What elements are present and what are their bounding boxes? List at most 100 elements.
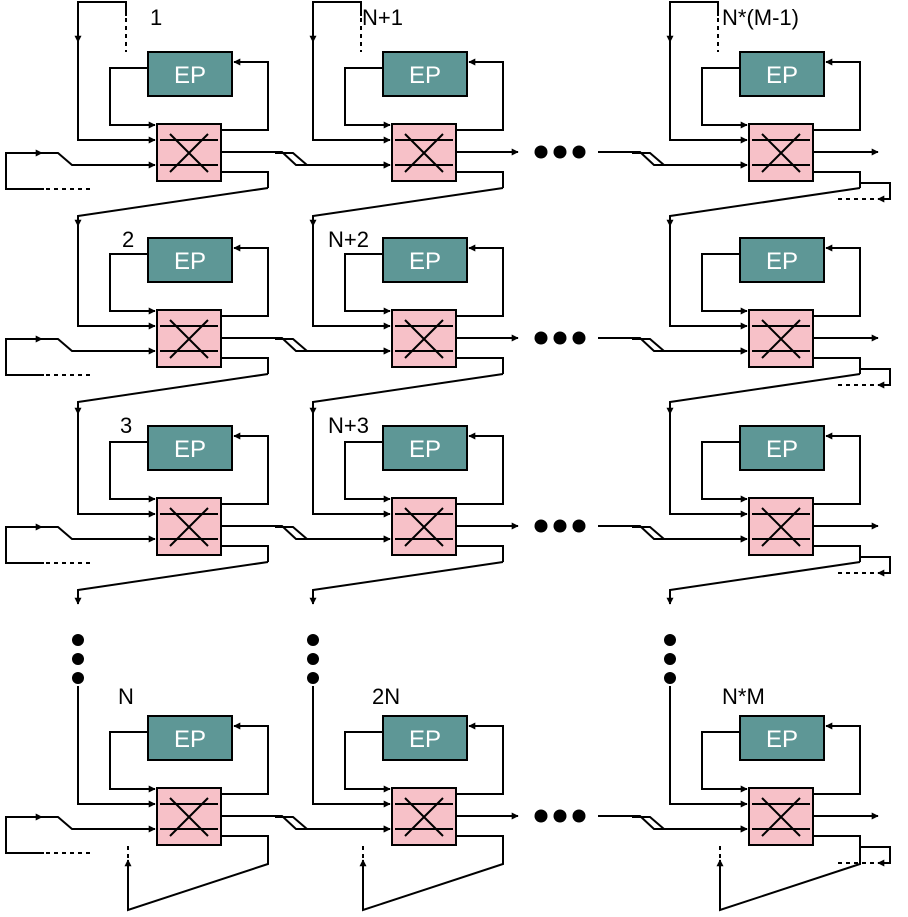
ellipsis-dot <box>572 145 586 159</box>
endpoint-label: EP <box>174 726 206 753</box>
switch-node <box>748 309 814 368</box>
switch-to-endpoint-link <box>221 58 269 131</box>
vertical-ellipsis-dot <box>72 634 84 646</box>
switch-node <box>156 497 222 556</box>
node-number-label: 1 <box>150 5 162 30</box>
switch-box <box>748 787 814 846</box>
endpoint-label: EP <box>409 436 441 463</box>
endpoint-node: EP <box>382 425 468 471</box>
endpoint-box <box>739 51 825 97</box>
cell-2-3: EP <box>275 414 504 562</box>
vertical-in-link <box>77 40 156 144</box>
vertical-out-stub <box>813 545 861 562</box>
row-down-link <box>666 373 861 415</box>
left-wrap-link <box>5 149 44 190</box>
endpoint-label: EP <box>766 248 798 275</box>
ellipsis-dot <box>534 519 548 533</box>
inter-row-links <box>5 1 891 912</box>
vertical-in-link <box>669 414 748 518</box>
node-number-label: N+1 <box>362 5 403 30</box>
ellipsis-dot <box>572 519 586 533</box>
vertical-out-stub <box>221 171 269 188</box>
row-down-link <box>309 187 504 227</box>
horizontal-in-link <box>275 816 391 833</box>
horizontal-link-1-2 <box>262 525 391 543</box>
endpoint-to-switch-link <box>109 441 156 503</box>
horizontal-in-link <box>275 526 391 543</box>
endpoint-node: EP <box>147 425 233 471</box>
vertical-in-link <box>669 704 748 808</box>
node-number-label: N*M <box>722 684 765 709</box>
node-number-label: N+3 <box>328 413 369 438</box>
vertical-out-stub <box>221 357 269 374</box>
switch-crossbar-icon <box>160 507 218 547</box>
endpoint-box <box>147 715 233 761</box>
vertical-ellipsis-dot <box>307 672 319 684</box>
horizontal-in-link <box>40 526 156 543</box>
switch-node <box>748 787 814 846</box>
row-down-link <box>666 187 861 227</box>
vertical-out-stub <box>456 357 504 374</box>
horizontal-link-dots-3 <box>598 151 748 169</box>
switch-to-endpoint-link <box>456 432 504 505</box>
switch-to-endpoint-link <box>813 244 861 317</box>
endpoint-to-switch-link <box>344 731 391 793</box>
node-number-label: N*(M-1) <box>722 5 799 30</box>
continuation-dots <box>72 145 676 823</box>
endpoint-node: EP <box>382 715 468 761</box>
vertical-in-link <box>669 40 748 144</box>
ellipsis-dot <box>534 809 548 823</box>
endpoint-node: EP <box>147 237 233 283</box>
cell-1-4: EP <box>40 704 269 852</box>
endpoint-label: EP <box>766 726 798 753</box>
horizontal-in-link <box>275 152 391 169</box>
left-wrap-link <box>5 335 44 376</box>
vertical-out-stub <box>221 835 269 852</box>
vertical-out-stub <box>456 835 504 852</box>
left-wrap-link <box>5 523 44 564</box>
switch-crossbar-icon <box>752 319 810 359</box>
switch-node <box>391 123 457 182</box>
switch-node <box>156 123 222 182</box>
endpoint-box <box>739 425 825 471</box>
ellipsis-dot <box>534 145 548 159</box>
switch-crossbar-icon <box>395 133 453 173</box>
vertical-in-link <box>312 226 391 330</box>
vertical-out-stub <box>813 357 861 374</box>
cell-3-3: EP <box>632 414 861 562</box>
endpoint-node: EP <box>739 237 825 283</box>
endpoint-node: EP <box>147 51 233 97</box>
node-number-label: 2 <box>122 227 134 252</box>
ellipsis-dot <box>553 809 567 823</box>
horizontal-link-dots-3 <box>598 815 748 833</box>
horizontal-in-link <box>632 152 748 169</box>
switch-crossbar-icon <box>395 319 453 359</box>
cell-grid: EPEPEPEPEPEPEPEPEPEPEPEP123NN+1N+2N+32NN… <box>40 5 861 852</box>
right-wrap-link <box>859 172 891 203</box>
vertical-out-stub <box>456 171 504 188</box>
node-number-label: 3 <box>120 413 132 438</box>
vertical-in-link <box>312 704 391 808</box>
endpoint-to-switch-link <box>344 67 391 129</box>
endpoint-node: EP <box>739 425 825 471</box>
row-down-link <box>74 187 269 227</box>
switch-crossbar-icon <box>160 319 218 359</box>
endpoint-node: EP <box>739 715 825 761</box>
switch-node <box>748 497 814 556</box>
ellipsis-dot <box>553 331 567 345</box>
switch-crossbar-icon <box>395 797 453 837</box>
switch-to-endpoint-link <box>813 58 861 131</box>
row-down-link <box>309 373 504 415</box>
row-down-link <box>309 561 504 605</box>
horizontal-in-link <box>40 152 156 169</box>
endpoint-box <box>382 51 468 97</box>
vertical-in-link <box>77 226 156 330</box>
vertical-ellipsis-dot <box>664 653 676 665</box>
vertical-ellipsis-dot <box>664 672 676 684</box>
endpoint-label: EP <box>766 436 798 463</box>
switch-crossbar-icon <box>752 507 810 547</box>
switch-to-endpoint-link <box>221 244 269 317</box>
switch-node <box>156 309 222 368</box>
endpoint-to-switch-link <box>109 253 156 315</box>
ellipsis-dot <box>553 145 567 159</box>
